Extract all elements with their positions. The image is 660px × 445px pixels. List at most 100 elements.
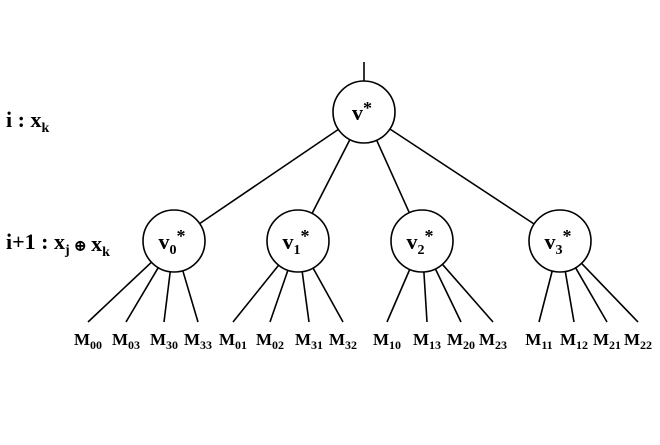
leaf-label-2-3-base: M [479,330,495,349]
level-label-1-op-1: ⊕ [70,238,91,255]
leaf-label-3-3-base: M [624,330,640,349]
child-node-3-circle [528,209,592,273]
child-node-3-label-base: v [545,229,556,254]
leaf-label-3-1-base: M [560,330,576,349]
child-node-3-label-sub: 3 [556,243,563,258]
child-node-2-label-sub: 2 [418,243,425,258]
leaf-label-1-2-base: M [295,330,311,349]
leaf-label-3-0: M11 [525,330,552,352]
child-node-1-label-sup: * [301,226,310,246]
edge-child-0-to-leaf-1 [125,267,159,323]
level-label-0: i : xk [6,107,49,136]
edge-child-3-to-leaf-0 [538,270,553,323]
leaf-label-2-3-sub: 23 [495,338,507,352]
edge-root-to-child-0 [199,128,339,225]
child-node-2-circle [390,209,454,273]
edge-root-to-child-2 [375,139,411,214]
child-node-1-label: v1* [283,226,310,258]
edges-layer [87,62,639,323]
leaf-label-0-1-sub: 03 [128,338,140,352]
root-node-label-base: v [352,100,363,125]
leaf-label-2-2: M20 [447,330,475,352]
leaf-label-3-0-base: M [525,330,541,349]
leaf-label-1-0: M01 [219,330,247,352]
edge-root-to-child-1 [311,139,351,214]
leaf-label-0-1-base: M [112,330,128,349]
child-node-0-label-sup: * [177,226,186,246]
level-label-1-term-0: x [54,229,65,254]
leaf-label-3-0-sub: 11 [541,338,552,352]
child-node-2-label-sup: * [425,226,434,246]
edge-child-3-to-leaf-2 [574,267,608,323]
child-node-1-circle [266,209,330,273]
leaf-label-3-3: M22 [624,330,652,352]
edge-child-0-to-leaf-3 [182,270,199,323]
leaf-label-2-0: M10 [373,330,401,352]
child-node-3-label: v3* [545,226,572,258]
edge-child-2-to-leaf-0 [386,269,411,323]
leaf-label-2-1-sub: 13 [429,338,441,352]
leaf-label-3-2: M21 [593,330,621,352]
leaf-label-0-3-base: M [184,330,200,349]
edge-child-2-to-leaf-2 [434,268,462,323]
root-node-circle [332,80,396,144]
edge-child-2-to-leaf-3 [441,263,494,323]
edge-child-3-to-leaf-1 [564,271,575,323]
leaf-label-0-3-sub: 33 [200,338,212,352]
child-node-2-label-base: v [407,229,418,254]
leaf-label-1-0-sub: 01 [235,338,247,352]
child-node-0-label: v0* [159,226,186,258]
child-node-3-label-sup: * [563,226,572,246]
child-node-0-circle [142,209,206,273]
leaf-label-0-0: M00 [74,330,102,352]
level-label-0-sub-0: k [41,121,49,136]
leaf-label-2-2-base: M [447,330,463,349]
edge-child-1-to-leaf-1 [269,270,289,323]
edge-child-1-to-leaf-3 [312,267,344,323]
level-label-0-term-0: x [30,107,41,132]
leaf-label-1-3: M32 [329,330,357,352]
level-label-1-sub-2: k [102,245,110,260]
leaf-label-2-0-base: M [373,330,389,349]
level-label-1-sep: : [36,229,54,254]
edge-child-1-to-leaf-0 [232,264,280,323]
level-label-1-term-2: x [91,231,102,256]
root-node-label-sup: * [363,98,372,118]
leaf-label-1-1-base: M [256,330,272,349]
edge-child-0-to-leaf-2 [163,271,171,323]
leaf-label-2-2-sub: 20 [463,338,475,352]
leaf-label-2-1: M13 [413,330,441,352]
level-label-1-sub-0: j [64,243,70,258]
leaf-label-2-3: M23 [479,330,507,352]
leaf-label-0-1: M03 [112,330,140,352]
child-node-2-label: v2* [407,226,434,258]
leaf-label-0-3: M33 [184,330,212,352]
leaf-label-3-1-sub: 12 [576,338,588,352]
leaf-label-3-3-sub: 22 [640,338,652,352]
leaf-label-3-1: M12 [560,330,588,352]
leaf-label-1-2: M31 [295,330,323,352]
leaf-label-3-2-sub: 21 [609,338,621,352]
leaf-label-2-1-base: M [413,330,429,349]
edge-child-0-to-leaf-0 [87,261,152,323]
child-node-0-label-sub: 0 [170,243,177,258]
leaf-label-3-2-base: M [593,330,609,349]
edge-child-3-to-leaf-3 [580,262,639,323]
child-node-1-label-sub: 1 [294,243,301,258]
leaf-label-1-1: M02 [256,330,284,352]
leaf-label-1-3-sub: 32 [345,338,357,352]
leaf-label-0-2-base: M [150,330,166,349]
level-label-0-index: i [6,107,12,132]
level-label-1: i+1 : xj ⊕ xk [6,229,110,260]
level-label-1-index: i+1 [6,229,36,254]
leaf-label-0-0-sub: 00 [90,338,102,352]
leaf-label-0-2: M30 [150,330,178,352]
leaf-label-0-2-sub: 30 [166,338,178,352]
edge-child-2-to-leaf-1 [423,271,428,323]
edge-root-to-child-3 [389,128,535,225]
leaf-label-1-3-base: M [329,330,345,349]
leaf-label-0-0-base: M [74,330,90,349]
